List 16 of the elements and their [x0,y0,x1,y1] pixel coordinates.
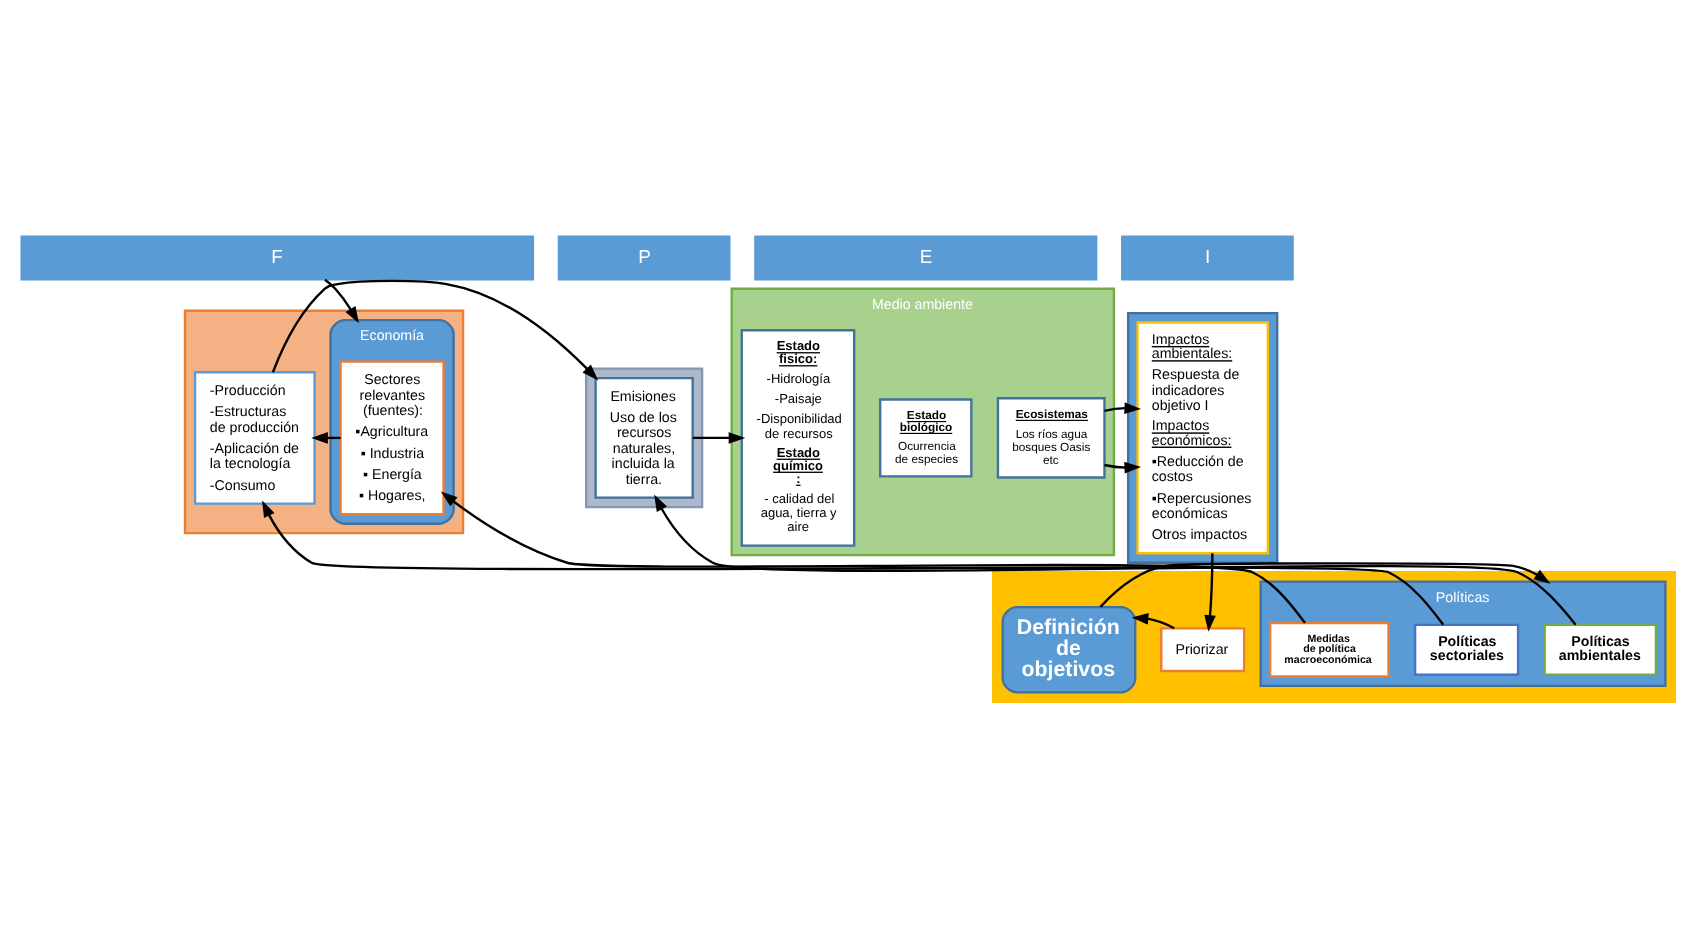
arrow [1131,612,1175,629]
arrow [262,499,1445,625]
node-box: F [20,234,535,280]
arrow [1104,401,1142,473]
node-box: E [754,234,1098,280]
arrow [654,493,1577,625]
arrow [324,277,359,323]
node-box: I [1121,234,1294,280]
cluster [183,308,465,534]
arrow [1204,552,1216,631]
arrow [1099,561,1551,607]
node-box: Definición de objetivos [1001,604,1137,693]
node-box: P [557,234,731,280]
arrow [440,490,1306,623]
arrow [271,278,599,380]
arrow [692,431,746,443]
